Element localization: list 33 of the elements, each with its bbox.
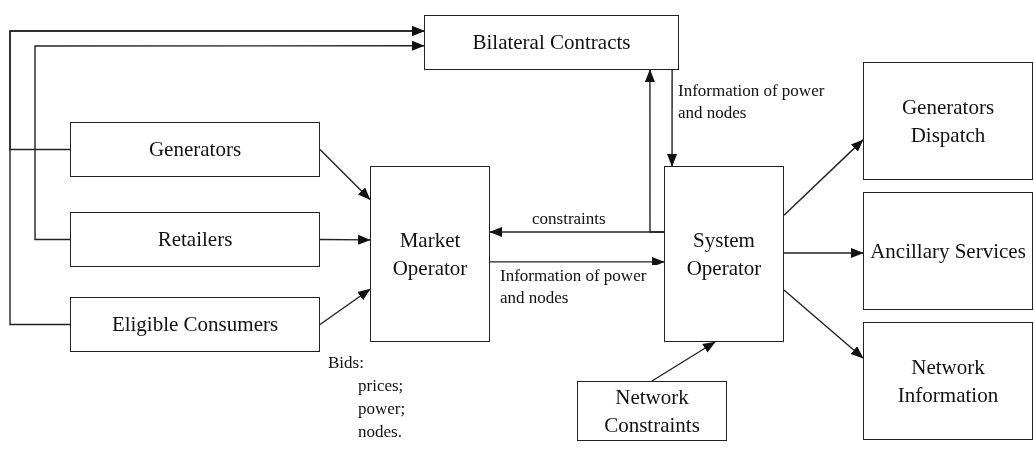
arrow [644, 69, 665, 233]
arrow [319, 288, 371, 326]
process-box [863, 322, 1033, 440]
node-label: Network Constraints [603, 383, 701, 439]
node-label: Retailers [157, 226, 233, 254]
process-box [424, 15, 679, 70]
note-text: Bids: prices; power; nodes. [328, 352, 406, 443]
node-label: Network Information [896, 353, 1000, 409]
node-label: System Operator [685, 226, 763, 282]
process-box [577, 381, 727, 441]
arrow [783, 247, 864, 259]
arrow [319, 148, 371, 201]
process-box [370, 166, 490, 342]
node-label: Generators Dispatch [900, 93, 996, 149]
process-box [70, 122, 320, 177]
arrow [9, 25, 425, 326]
node-label: Eligible Consumers [111, 311, 279, 339]
process-box [863, 62, 1033, 180]
node-label: Generators [148, 136, 242, 164]
arrow [651, 341, 716, 382]
arrow [783, 289, 864, 359]
process-box [664, 166, 784, 342]
process-box [70, 212, 320, 267]
process-box [863, 192, 1033, 310]
process-box [70, 297, 320, 352]
arrow [319, 234, 371, 245]
node-label: Market Operator [391, 226, 469, 282]
arrow [783, 139, 864, 216]
node-label: Bilateral Contracts [472, 29, 631, 57]
node-label: Ancillary Services [870, 237, 1026, 265]
arrow [34, 40, 425, 241]
arrow [489, 256, 665, 267]
arrow [667, 69, 678, 167]
